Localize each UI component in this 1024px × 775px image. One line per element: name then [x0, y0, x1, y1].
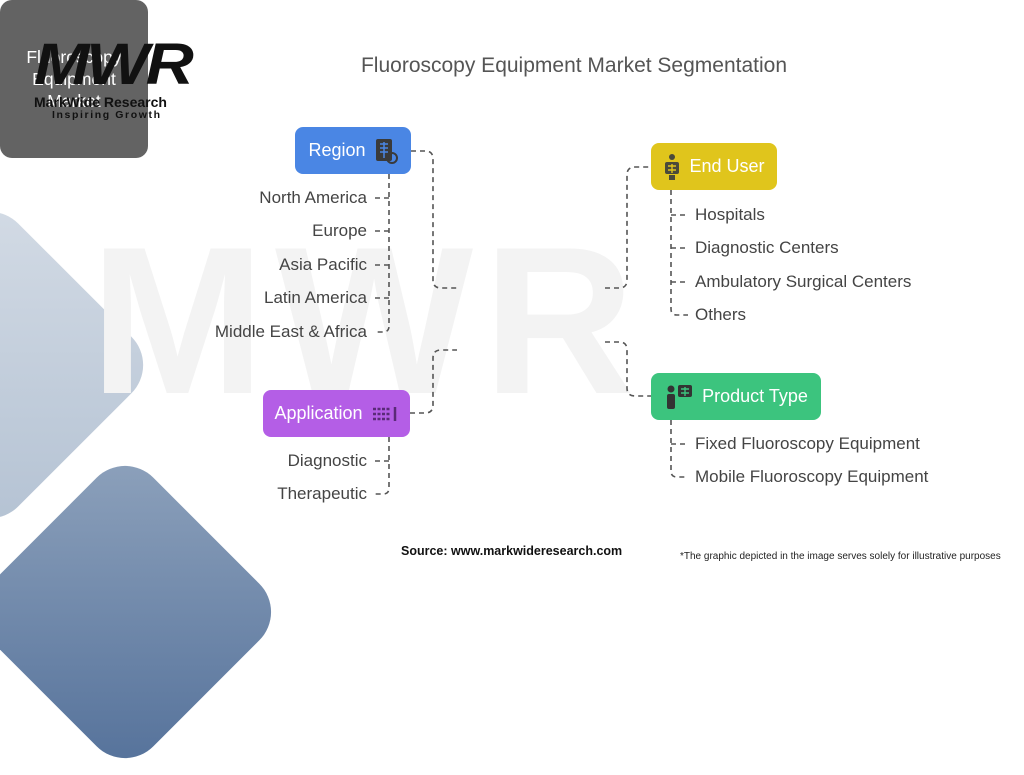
disclaimer-note: *The graphic depicted in the image serve… — [680, 551, 1001, 562]
list-item: Middle East & Africa — [214, 322, 367, 341]
category-label: End User — [689, 156, 765, 176]
category-end-user: End User — [651, 143, 777, 190]
list-item: Others — [695, 305, 747, 324]
connector-region — [411, 150, 457, 289]
center-node: Fluoroscopy Equipment Market — [0, 0, 148, 158]
category-label: Region — [308, 140, 366, 160]
source-text: Source: www.markwideresearch.com — [401, 544, 623, 558]
list-item: Hospitals — [695, 205, 765, 224]
category-application: Application — [263, 390, 410, 437]
list-item: Diagnostic — [287, 451, 367, 470]
connector-end-user — [605, 166, 651, 289]
center-label-line: Market — [47, 91, 101, 111]
list-item: Therapeutic — [277, 484, 367, 503]
branch-end-user — [670, 190, 688, 316]
ribcage-icon — [372, 406, 396, 421]
page-title: Fluoroscopy Equipment Market Segmentatio… — [360, 54, 788, 77]
branch-product-type — [670, 420, 688, 478]
logo-mark: MWR — [34, 32, 194, 97]
list-item: Mobile Fluoroscopy Equipment — [695, 467, 929, 486]
list-item: Fixed Fluoroscopy Equipment — [695, 434, 920, 453]
xray-hand-icon — [375, 138, 398, 164]
doctor-xray-icon — [667, 384, 693, 409]
connector-product-type — [605, 341, 651, 397]
list-item: Ambulatory Surgical Centers — [695, 272, 912, 291]
category-label: Product Type — [702, 386, 808, 406]
logo-tagline: Inspiring Growth — [52, 109, 162, 121]
list-item: Asia Pacific — [279, 255, 367, 274]
center-label-line: Fluoroscopy — [26, 47, 122, 67]
list-item: Diagnostic Centers — [695, 238, 839, 257]
category-region: Region — [295, 127, 411, 174]
connector-application — [410, 349, 457, 414]
list-item: Europe — [312, 221, 367, 240]
patient-xray-icon — [665, 153, 680, 180]
center-label-line: Equipment — [32, 69, 116, 89]
list-item: North America — [259, 188, 367, 207]
category-label: Application — [274, 403, 363, 423]
branch-region — [374, 174, 390, 333]
category-product-type: Product Type — [651, 373, 821, 420]
branch-application — [374, 437, 390, 495]
connectors — [374, 150, 688, 495]
logo-name: MarkWide Research — [34, 94, 167, 110]
list-item: Latin America — [264, 288, 367, 307]
